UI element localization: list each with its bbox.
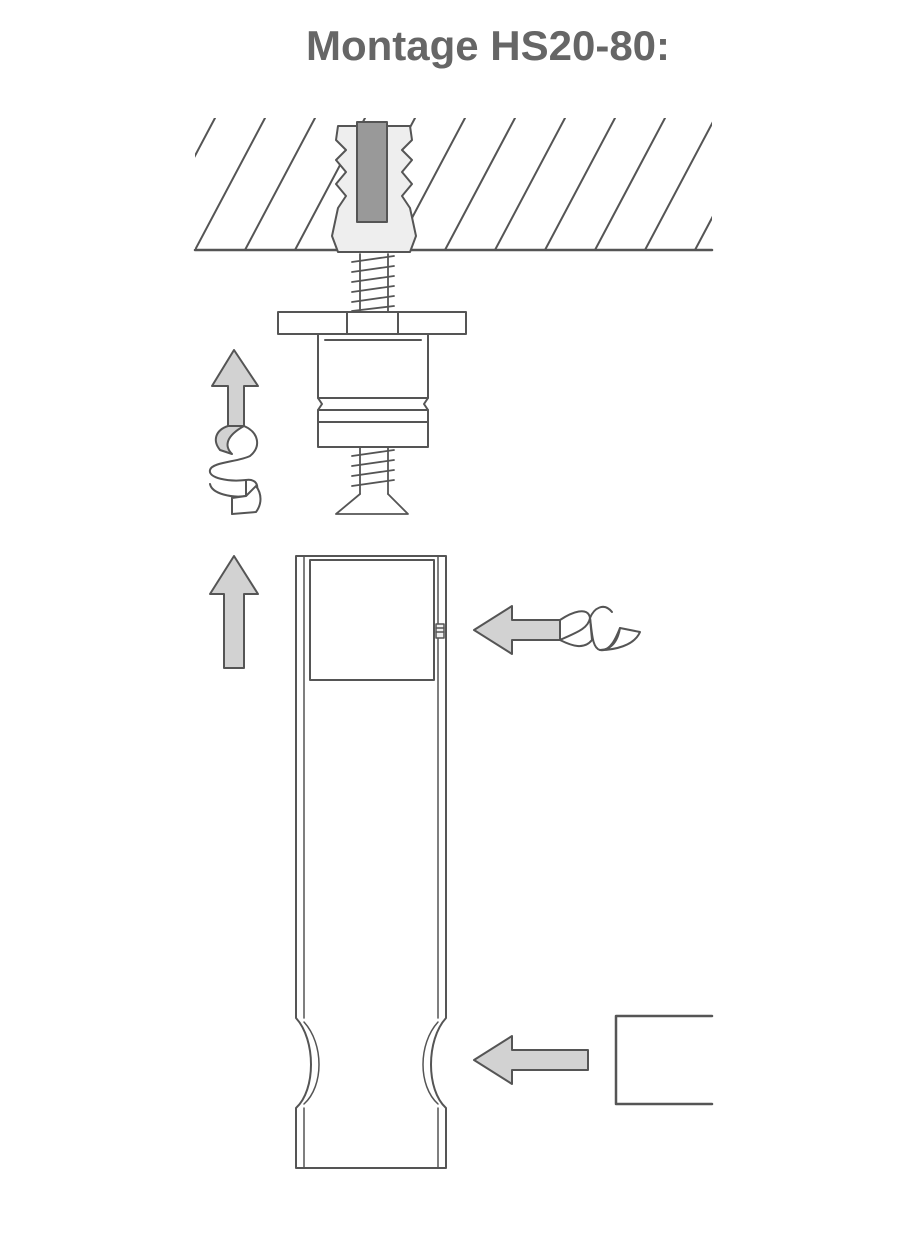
screw-in-arrow-icon [208,349,262,515]
ceiling-hatching [195,118,712,250]
diagram-title: Montage HS20-80: [305,22,671,69]
bracket-flange [277,311,467,335]
horizontal-tube [614,1014,714,1106]
ceiling [193,118,714,252]
set-screw-arrow-icon [473,605,641,655]
mounting-bracket [277,311,467,448]
insert-arrow-icon [473,1035,589,1085]
push-up-arrow-icon [209,555,259,669]
post-outline [295,555,447,1169]
set-screw [435,623,445,639]
post-tube [295,555,447,1169]
upper-screw [351,253,395,313]
wall-plug [331,121,417,253]
bracket-body [317,333,429,448]
plug-screw-core [356,121,388,223]
bracket-insert [309,559,435,681]
countersunk-screw [335,447,409,515]
